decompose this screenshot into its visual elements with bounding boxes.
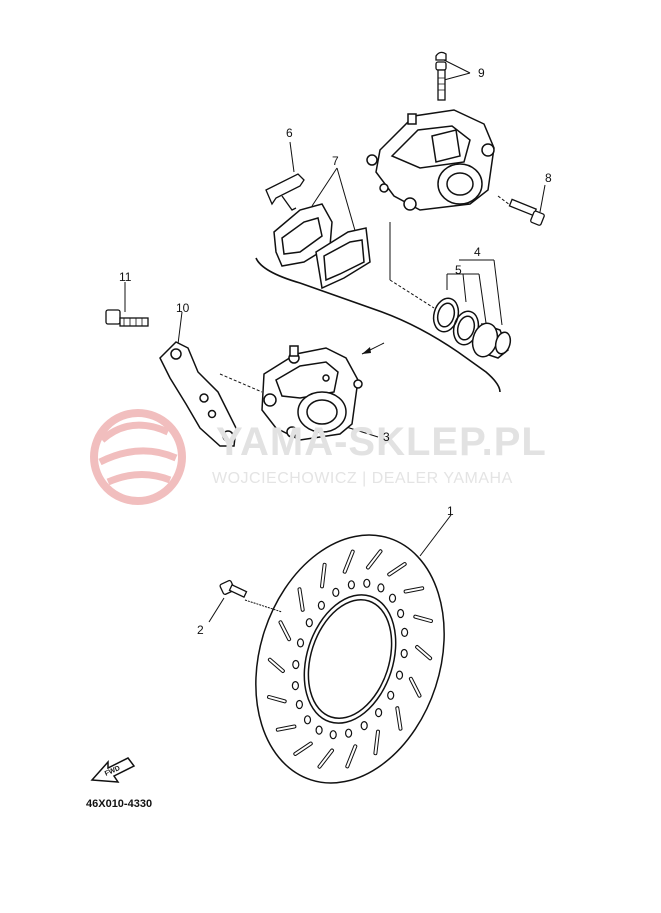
disc-hole — [387, 690, 395, 700]
disc-slot — [414, 615, 432, 622]
disc-slot — [396, 707, 402, 730]
callout-3: 3 — [383, 430, 390, 444]
disc-slot — [318, 749, 333, 768]
disc-hole — [345, 728, 353, 738]
callout-6: 6 — [286, 126, 293, 140]
brake-pad-outer — [315, 227, 371, 290]
brake-disc — [255, 534, 445, 784]
disc-hole — [401, 627, 409, 638]
disc-hole — [395, 670, 404, 680]
callout-2: 2 — [197, 623, 204, 637]
callout-11: 11 — [119, 270, 132, 284]
disc-hole — [292, 659, 300, 670]
callout-4: 4 — [474, 245, 481, 259]
watermark-logo — [90, 409, 186, 505]
disc-hole — [363, 578, 371, 588]
disc-slot — [298, 588, 304, 611]
disc-slot — [268, 696, 286, 703]
detail-pointer-arrow — [361, 342, 385, 355]
bleeder-screw — [435, 51, 447, 101]
callout-9: 9 — [478, 66, 485, 80]
callout-1: 1 — [447, 504, 454, 518]
disc-hole — [377, 583, 385, 593]
disc-slot — [268, 658, 284, 672]
callout-5: 5 — [455, 263, 462, 277]
disc-hole-pattern — [291, 578, 409, 740]
disc-slot — [388, 563, 406, 576]
disc-slot — [294, 742, 312, 755]
disc-hole — [360, 720, 368, 731]
disc-hole — [347, 580, 355, 590]
disc-hole — [397, 608, 405, 619]
disc-hole — [295, 699, 303, 710]
group-boundary-line — [255, 257, 501, 393]
watermark-tagline: WOJCIECHOWICZ | DEALER YAMAHA — [212, 470, 513, 487]
disc-slot — [416, 646, 432, 660]
disc-bolt — [219, 579, 248, 598]
disc-slot — [279, 621, 291, 641]
caliper-body-detail — [366, 109, 495, 211]
disc-hole — [291, 680, 299, 691]
disc-slot — [346, 745, 357, 768]
caliper-bracket — [159, 341, 237, 447]
watermark-brand: YAMA-SKLEP.PL — [216, 420, 547, 464]
disc-hole — [296, 638, 305, 648]
front-direction-arrow: FWD — [90, 757, 136, 783]
disc-slot — [409, 677, 421, 697]
disc-slot — [321, 563, 326, 588]
callout-10: 10 — [176, 301, 190, 315]
disc-slot — [404, 587, 424, 593]
disc-slot — [276, 725, 296, 731]
disc-slot — [343, 550, 354, 573]
diagram-code: 46X010-4330 — [86, 798, 153, 810]
disc-hole — [375, 707, 383, 718]
disc-slot — [367, 550, 382, 569]
disc-hole — [332, 587, 340, 598]
caliper-piston — [471, 322, 512, 359]
disc-hole — [305, 618, 313, 628]
caliper-assembly — [261, 345, 363, 441]
disc-hole — [388, 593, 397, 603]
disc-hole — [303, 715, 312, 725]
pad-spring — [265, 173, 305, 211]
disc-hole — [317, 600, 325, 611]
callout-8: 8 — [545, 171, 552, 185]
bracket-bolt — [105, 309, 149, 327]
leader-lines — [124, 59, 546, 623]
disc-hole — [400, 648, 408, 659]
disc-slot — [374, 730, 379, 755]
disc-slot-pattern — [267, 549, 433, 769]
disc-hole — [329, 730, 337, 740]
callout-7: 7 — [332, 154, 339, 168]
pin-bolt — [508, 198, 545, 226]
disc-hole — [315, 725, 323, 735]
